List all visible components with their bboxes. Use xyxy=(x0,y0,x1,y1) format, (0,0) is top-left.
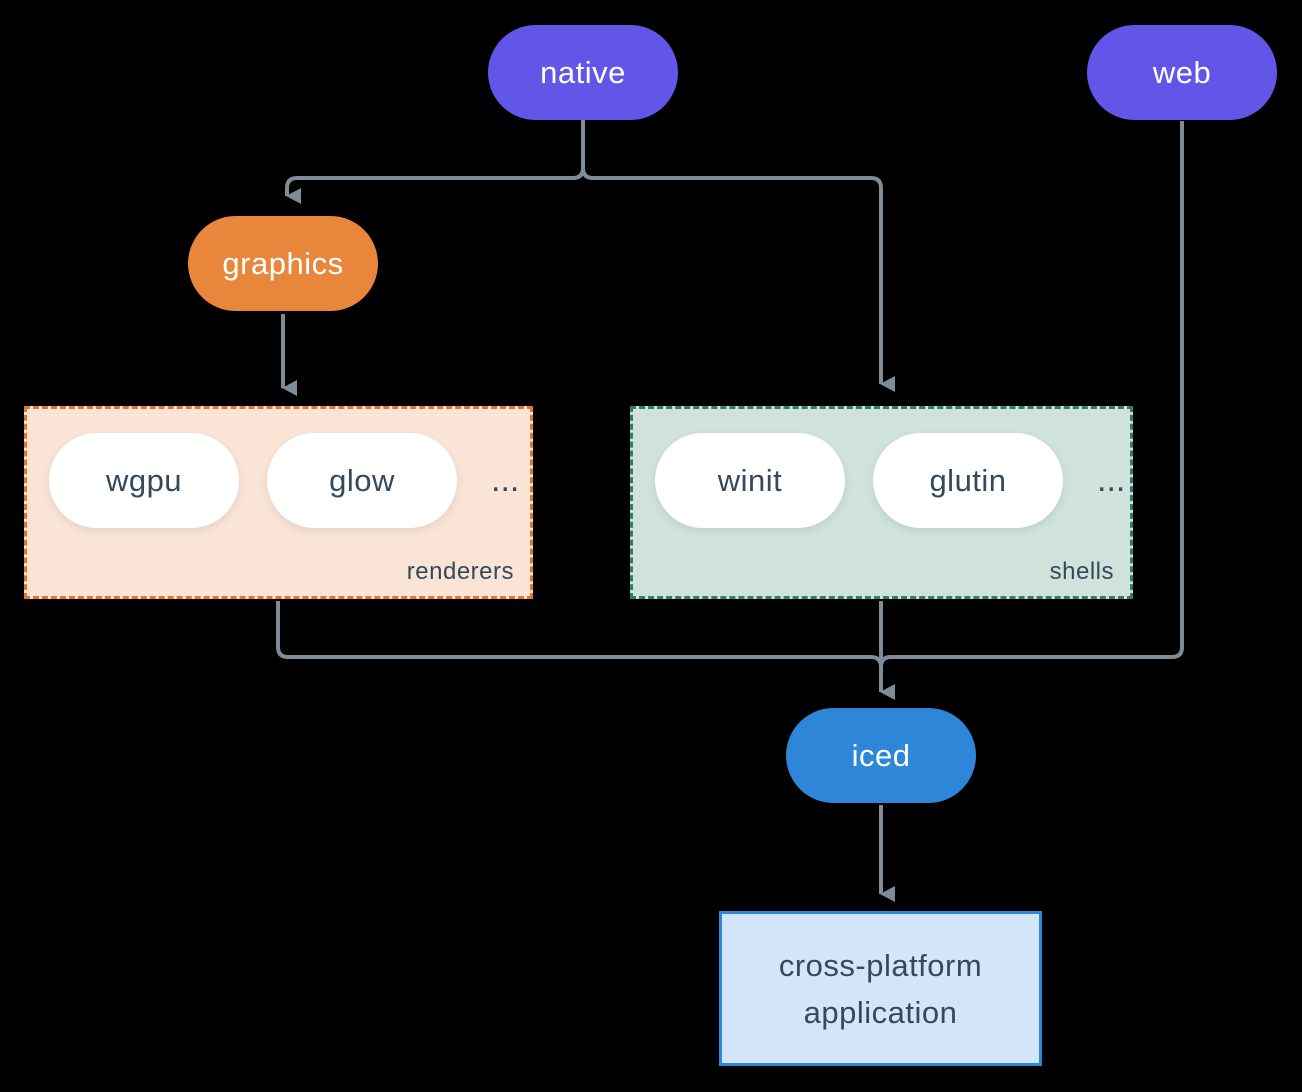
edge-native-shells xyxy=(581,150,895,392)
node-iced-label: iced xyxy=(851,737,911,773)
node-wgpu-label: wgpu xyxy=(105,462,183,498)
group-renderers: wgpu glow ... renderers xyxy=(24,406,533,599)
node-glow: glow xyxy=(267,433,457,528)
node-web-label: web xyxy=(1152,54,1212,90)
group-shells-label: shells xyxy=(1049,558,1114,585)
node-winit-label: winit xyxy=(717,462,783,498)
node-iced: iced xyxy=(786,708,976,803)
node-glow-label: glow xyxy=(329,462,395,498)
node-glutin-label: glutin xyxy=(929,462,1007,498)
node-winit: winit xyxy=(655,433,845,528)
edge-native-graphics xyxy=(285,119,585,204)
node-glutin: glutin xyxy=(873,433,1063,528)
group-shells: winit glutin ... shells xyxy=(630,406,1133,599)
node-graphics-label: graphics xyxy=(222,245,344,281)
application-label-line1: cross-platform xyxy=(778,947,983,983)
edge-renderers-merge xyxy=(276,601,883,672)
renderers-ellipsis: ... xyxy=(491,461,520,499)
application-label-line2: application xyxy=(803,994,958,1030)
node-cross-platform-application: cross-platform application xyxy=(719,911,1042,1066)
group-shells-items: winit glutin ... xyxy=(633,409,1130,528)
node-wgpu: wgpu xyxy=(49,433,239,528)
node-native: native xyxy=(488,25,678,120)
node-graphics: graphics xyxy=(188,216,378,311)
group-renderers-items: wgpu glow ... xyxy=(27,409,530,528)
shells-ellipsis: ... xyxy=(1097,461,1126,499)
node-native-label: native xyxy=(540,54,626,90)
node-web: web xyxy=(1087,25,1277,120)
group-renderers-label: renderers xyxy=(406,558,514,585)
